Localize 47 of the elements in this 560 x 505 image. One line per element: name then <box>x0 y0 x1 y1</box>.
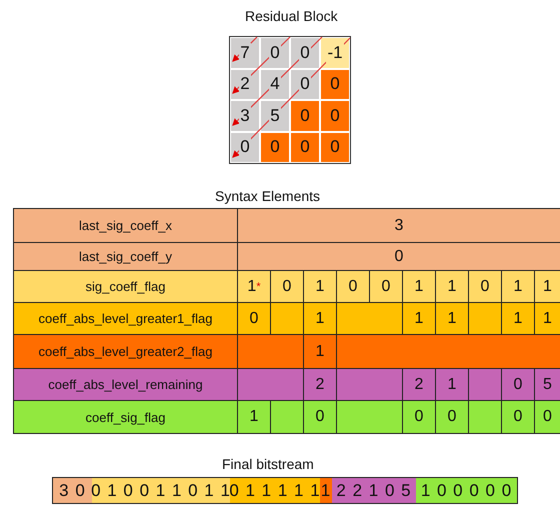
row-header: last_sig_coeff_x <box>13 208 238 243</box>
value-cell: 1 <box>303 334 337 369</box>
value-cell: 3 <box>237 208 560 243</box>
bitstream-segment: 0 1 1 1 1 1 <box>230 478 320 503</box>
value-cell: 0 <box>237 302 271 335</box>
value-cell: 5 <box>534 368 560 401</box>
row-header: sig_coeff_flag <box>13 270 238 303</box>
value-cell: 2 <box>303 368 337 401</box>
bitstream-segment: 1 <box>320 478 332 503</box>
row-header: coeff_abs_level_greater1_flag <box>13 302 238 335</box>
bitstream-segment: 1 0 0 0 0 0 <box>416 478 517 503</box>
value-cell: 0 <box>501 400 535 434</box>
value-cell: 1 <box>501 302 535 335</box>
value-cell: 0 <box>402 400 436 434</box>
value-cell: 1 <box>534 302 560 335</box>
value-cell: 1 <box>402 302 436 335</box>
value-cell: 0 <box>237 242 560 271</box>
value-cell: 2 <box>402 368 436 401</box>
row-header: coeff_sig_flag <box>13 400 238 434</box>
value-cell: 1 <box>435 368 469 401</box>
row-header: coeff_abs_level_greater2_flag <box>13 334 238 369</box>
value-cell: 1 <box>237 400 271 434</box>
value-cell: 0 <box>303 400 337 434</box>
value-cell: 1 <box>501 270 535 303</box>
value-cell: 0 <box>468 270 502 303</box>
value-cell: 0 <box>270 270 304 303</box>
value-cell: 1 <box>435 270 469 303</box>
value-cell: 0 <box>501 368 535 401</box>
bitstream-segment: 0 1 0 0 1 1 0 1 1 <box>92 478 230 503</box>
value-cell: 1 <box>402 270 436 303</box>
heading: Residual Block <box>245 8 338 24</box>
row-header: last_sig_coeff_y <box>13 242 238 271</box>
value-cell: 1 <box>303 302 337 335</box>
value-cell: 0 <box>534 400 560 434</box>
matrix-value: 0 <box>239 137 251 158</box>
bitstream-segment: 2 2 1 0 5 <box>332 478 416 503</box>
matrix-value: -1 <box>326 42 344 63</box>
value-cell: 0 <box>435 400 469 434</box>
value-cell: 1 <box>303 270 337 303</box>
value-cell: 1 <box>534 270 560 303</box>
heading: Final bitstream <box>222 456 314 472</box>
value-cell: 1 <box>435 302 469 335</box>
bitstream-segment: 3 0 <box>53 478 92 503</box>
heading: Syntax Elements <box>215 188 320 204</box>
row-header: coeff_abs_level_remaining <box>13 368 238 401</box>
value-cell: 0 <box>369 270 403 303</box>
value-cell: 0 <box>336 270 370 303</box>
